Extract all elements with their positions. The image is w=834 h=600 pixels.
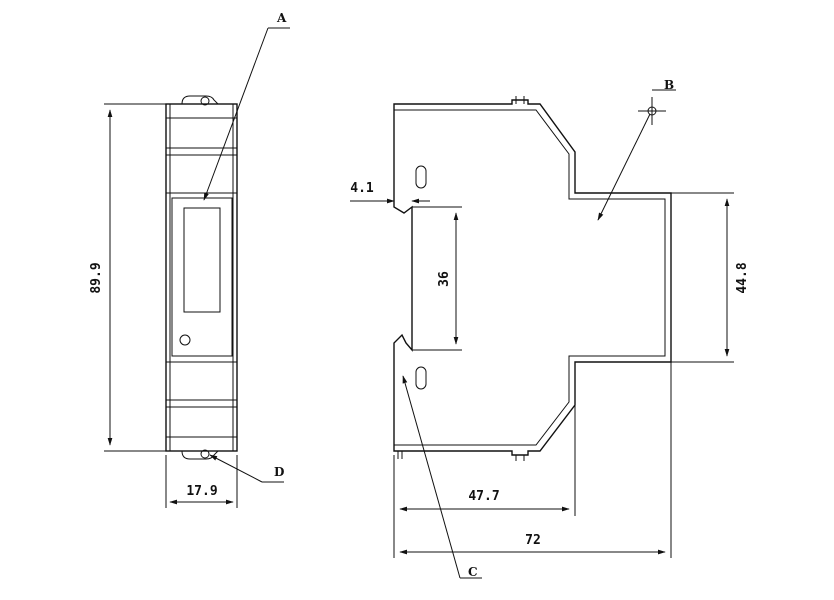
dim-height-front [104,103,166,452]
side-slot-lower [415,366,427,390]
display-window [183,207,221,313]
dim-label-depth-total: 72 [525,533,541,548]
display-frame [171,197,233,357]
dim-label-width-front: 17.9 [186,484,217,499]
dim-side-height [671,192,734,363]
side-body-outline [393,99,672,456]
side-slot-upper [415,165,427,189]
callout-b-label: B [664,78,674,92]
dim-label-height-front: 89.9 [89,262,104,293]
dim-rail-span [412,206,462,351]
callout-c-label: C [468,565,478,579]
dim-depth-total [399,362,672,558]
indicator-led [179,334,191,346]
callout-a-label: A [276,11,287,25]
dim-label-depth-rear: 47.7 [468,489,499,504]
top-clip [181,95,219,105]
side-inner-contour [394,109,666,446]
callout-a-leader [203,27,290,201]
callout-b-leader [597,89,676,221]
bottom-clip [181,450,219,460]
callout-c-leader [402,375,482,579]
callout-d-label: D [274,465,284,479]
dim-label-rail-slot-offset: 4.1 [350,181,374,196]
side-view [393,96,672,461]
dim-label-rail-span: 36 [437,271,452,287]
dim-label-side-height: 44.8 [735,262,750,293]
dim-width-front [165,455,238,508]
front-view [165,95,238,460]
dim-depth-rear [393,405,576,558]
callout-d-leader [209,454,284,483]
front-body-outline [165,103,238,452]
